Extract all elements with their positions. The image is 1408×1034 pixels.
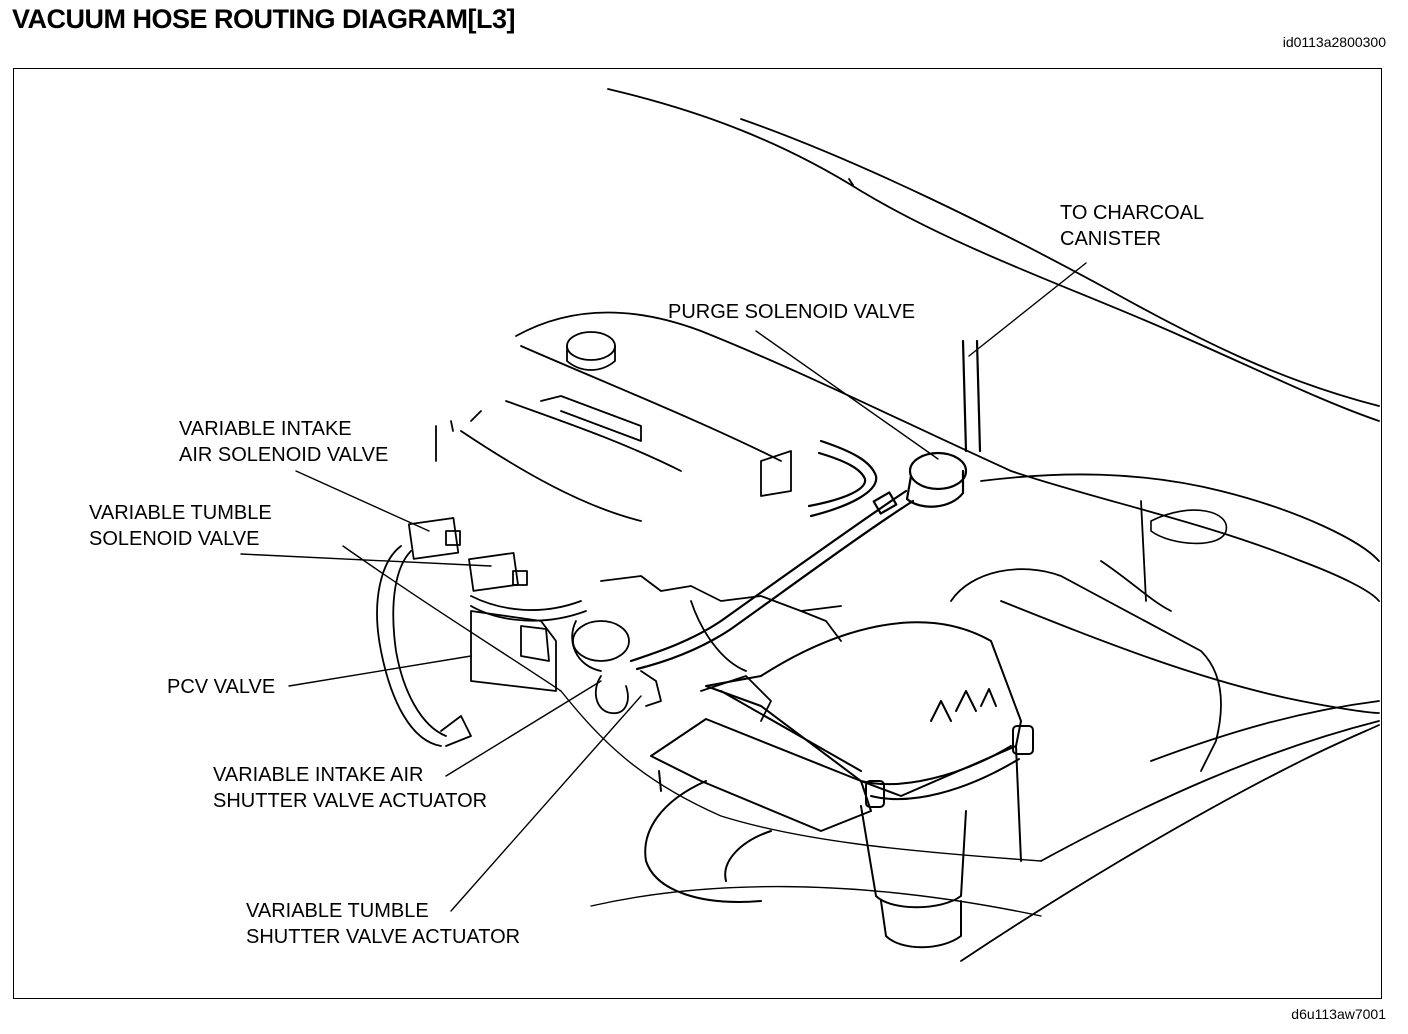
label-variable-intake-air-solenoid-valve: VARIABLE INTAKE AIR SOLENOID VALVE xyxy=(179,416,388,468)
label-line: VARIABLE TUMBLE xyxy=(89,502,272,524)
label-variable-tumble-solenoid-valve: VARIABLE TUMBLE SOLENOID VALVE xyxy=(89,500,272,552)
label-line: AIR SOLENOID VALVE xyxy=(179,444,389,466)
label-line: PURGE SOLENOID VALVE xyxy=(668,301,916,323)
vehicle-body-outline xyxy=(515,88,1380,962)
figure-id: d6u113aw7001 xyxy=(1291,1006,1386,1022)
engine-bay-illustration xyxy=(240,88,1380,962)
label-line: PCV VALVE xyxy=(167,676,276,698)
label-line: SOLENOID VALVE xyxy=(89,528,260,550)
label-pcv-valve: PCV VALVE xyxy=(167,674,275,700)
engine-block xyxy=(435,331,1228,772)
label-line: VARIABLE INTAKE xyxy=(179,418,352,440)
label-variable-tumble-shutter-valve-actuator: VARIABLE TUMBLE SHUTTER VALVE ACTUATOR xyxy=(246,898,520,950)
throttle-body-cluster xyxy=(376,517,842,747)
label-line: TO CHARCOAL xyxy=(1060,202,1205,224)
document-id: id0113a2800300 xyxy=(1282,34,1386,50)
purge-hose xyxy=(629,339,982,671)
label-charcoal-canister: TO CHARCOAL CANISTER xyxy=(1060,200,1204,252)
diagram-frame: TO CHARCOAL CANISTER PURGE SOLENOID VALV… xyxy=(13,68,1382,999)
air-cleaner-box xyxy=(644,621,1034,949)
label-variable-intake-air-shutter-valve-actuator: VARIABLE INTAKE AIR SHUTTER VALVE ACTUAT… xyxy=(213,762,487,814)
label-line: VARIABLE TUMBLE xyxy=(246,900,429,922)
label-line: CANISTER xyxy=(1060,228,1162,250)
label-line: SHUTTER VALVE ACTUATOR xyxy=(213,790,488,812)
label-purge-solenoid-valve: PURGE SOLENOID VALVE xyxy=(668,299,915,325)
diagram-title: VACUUM HOSE ROUTING DIAGRAM[L3] xyxy=(12,4,515,34)
label-line: VARIABLE INTAKE AIR xyxy=(213,764,424,786)
label-line: SHUTTER VALVE ACTUATOR xyxy=(246,926,521,948)
leader-lines xyxy=(240,262,1087,917)
